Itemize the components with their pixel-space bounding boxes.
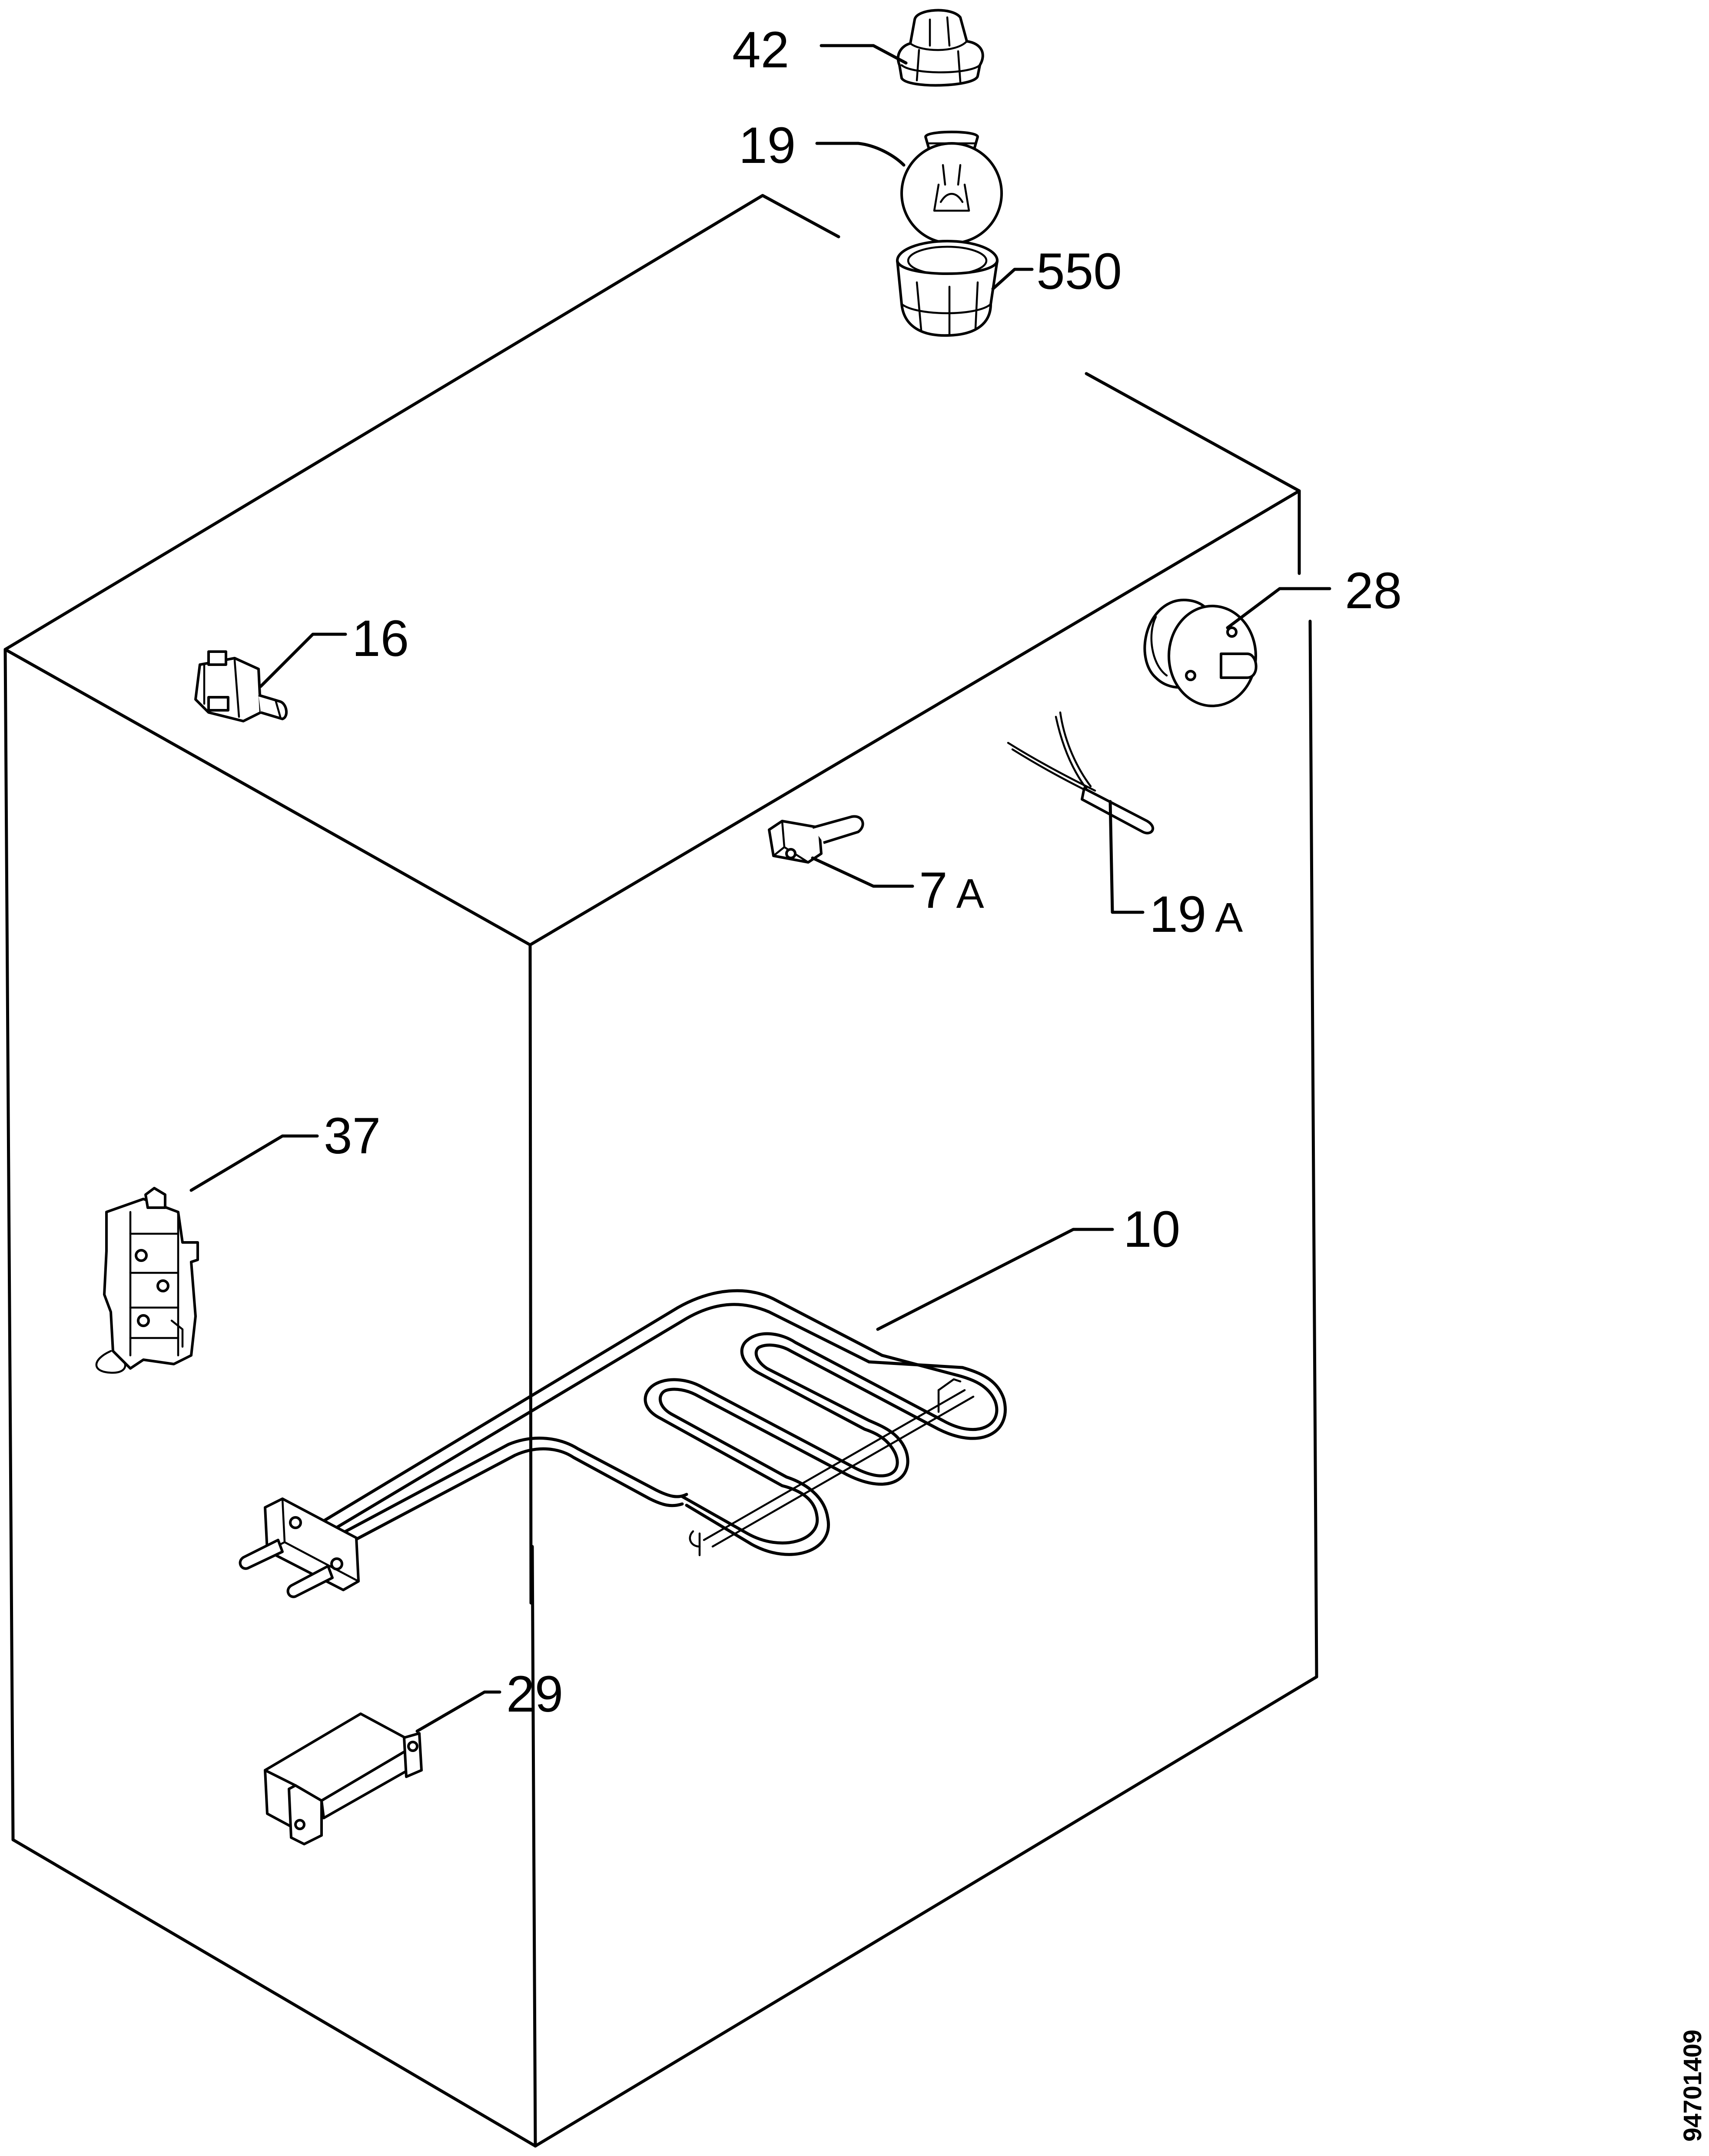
callout-19: 19 <box>739 117 796 174</box>
leader-lines <box>189 44 1331 1733</box>
part-19-bulb <box>900 130 1003 245</box>
part-37-terminal-block <box>95 1187 199 1374</box>
leader-29 <box>415 1690 501 1733</box>
leader-550 <box>991 268 1034 291</box>
callout-16: 16 <box>352 610 409 667</box>
callout-37: 37 <box>324 1107 381 1165</box>
leader-42 <box>820 44 908 65</box>
callout-28: 28 <box>1345 562 1402 619</box>
part-10-heating-element <box>239 1289 1007 1598</box>
part-42-lamp-holder <box>896 9 984 87</box>
part-28-thermostat <box>1143 599 1258 707</box>
drawing-code: 94701409 <box>1679 2030 1707 2142</box>
callout-19a-suffix: A <box>1215 894 1243 941</box>
part-7a-microswitch <box>768 815 864 864</box>
leader-16 <box>259 633 347 688</box>
callout-42: 42 <box>732 21 789 79</box>
leader-19 <box>815 142 906 167</box>
cabinet-outline <box>3 194 1318 2148</box>
callout-7a-number: 7 <box>919 862 948 919</box>
callout-7a-suffix: A <box>956 871 984 917</box>
callout-550: 550 <box>1036 243 1122 300</box>
callout-19a-number: 19 <box>1149 886 1206 943</box>
part-550-lens-cover <box>896 240 999 337</box>
part-16-switch <box>194 650 288 722</box>
leader-28 <box>1226 587 1331 629</box>
part-29-bracket <box>264 1712 423 1845</box>
leader-37 <box>189 1134 319 1192</box>
leader-7a <box>811 856 914 888</box>
part-19a-sensor <box>1007 711 1154 835</box>
callout-29: 29 <box>506 1666 563 1723</box>
callout-10: 10 <box>1123 1201 1180 1258</box>
leader-19a <box>1108 800 1145 914</box>
leader-10 <box>876 1228 1114 1331</box>
